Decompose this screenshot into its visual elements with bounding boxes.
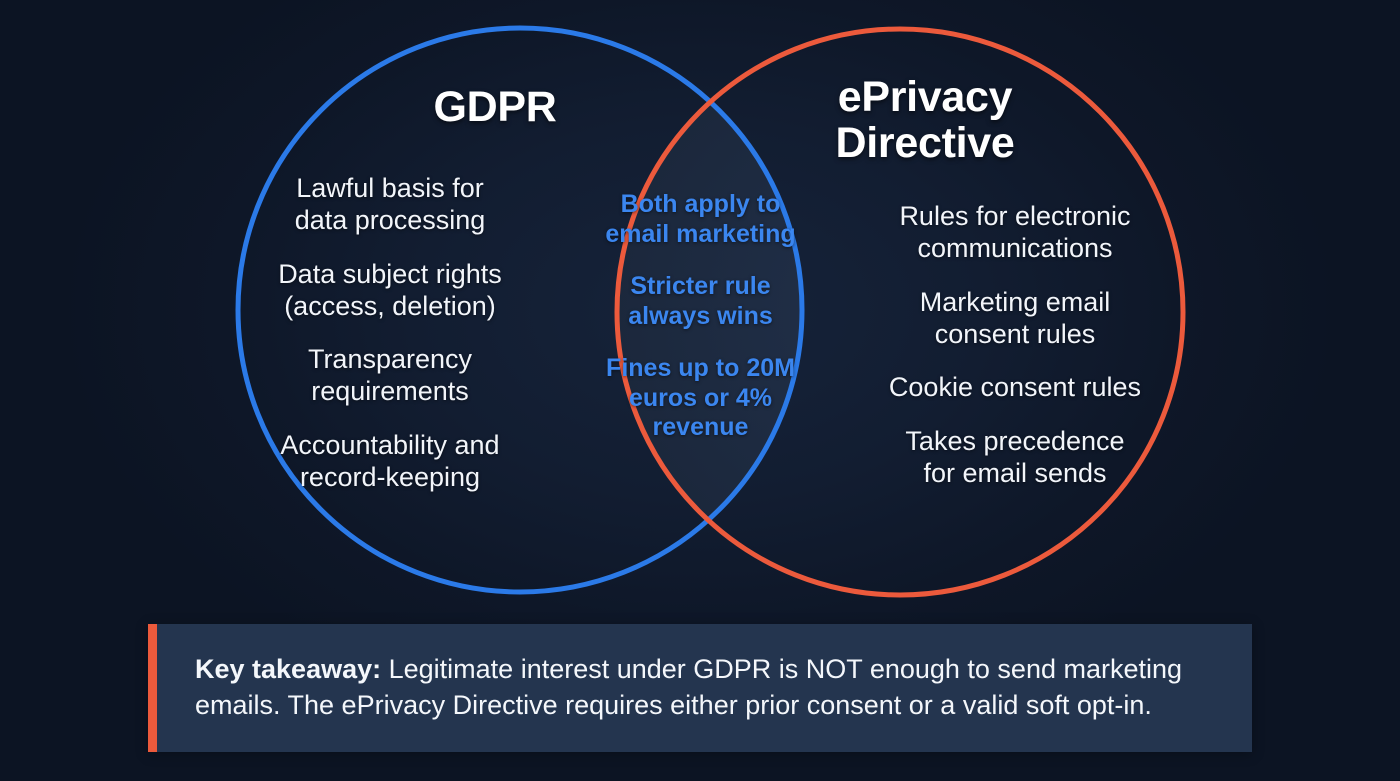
eprivacy-circle-outline (614, 26, 1186, 598)
callout-text: Key takeaway: Legitimate interest under … (157, 624, 1252, 752)
callout-lead-label: Key takeaway: (195, 654, 382, 685)
gdpr-circle-outline (235, 25, 805, 595)
intersection-region (617, 29, 802, 592)
gdpr-title: GDPR (433, 83, 557, 131)
callout-accent-bar (148, 624, 157, 752)
list-item: Cookie consent rules (888, 372, 1142, 403)
key-takeaway-callout: Key takeaway: Legitimate interest under … (148, 624, 1252, 752)
callout-body-text: Legitimate interest under GDPR is NOT en… (195, 654, 1183, 720)
list-item: Data subject rights(access, deletion) (278, 258, 502, 321)
